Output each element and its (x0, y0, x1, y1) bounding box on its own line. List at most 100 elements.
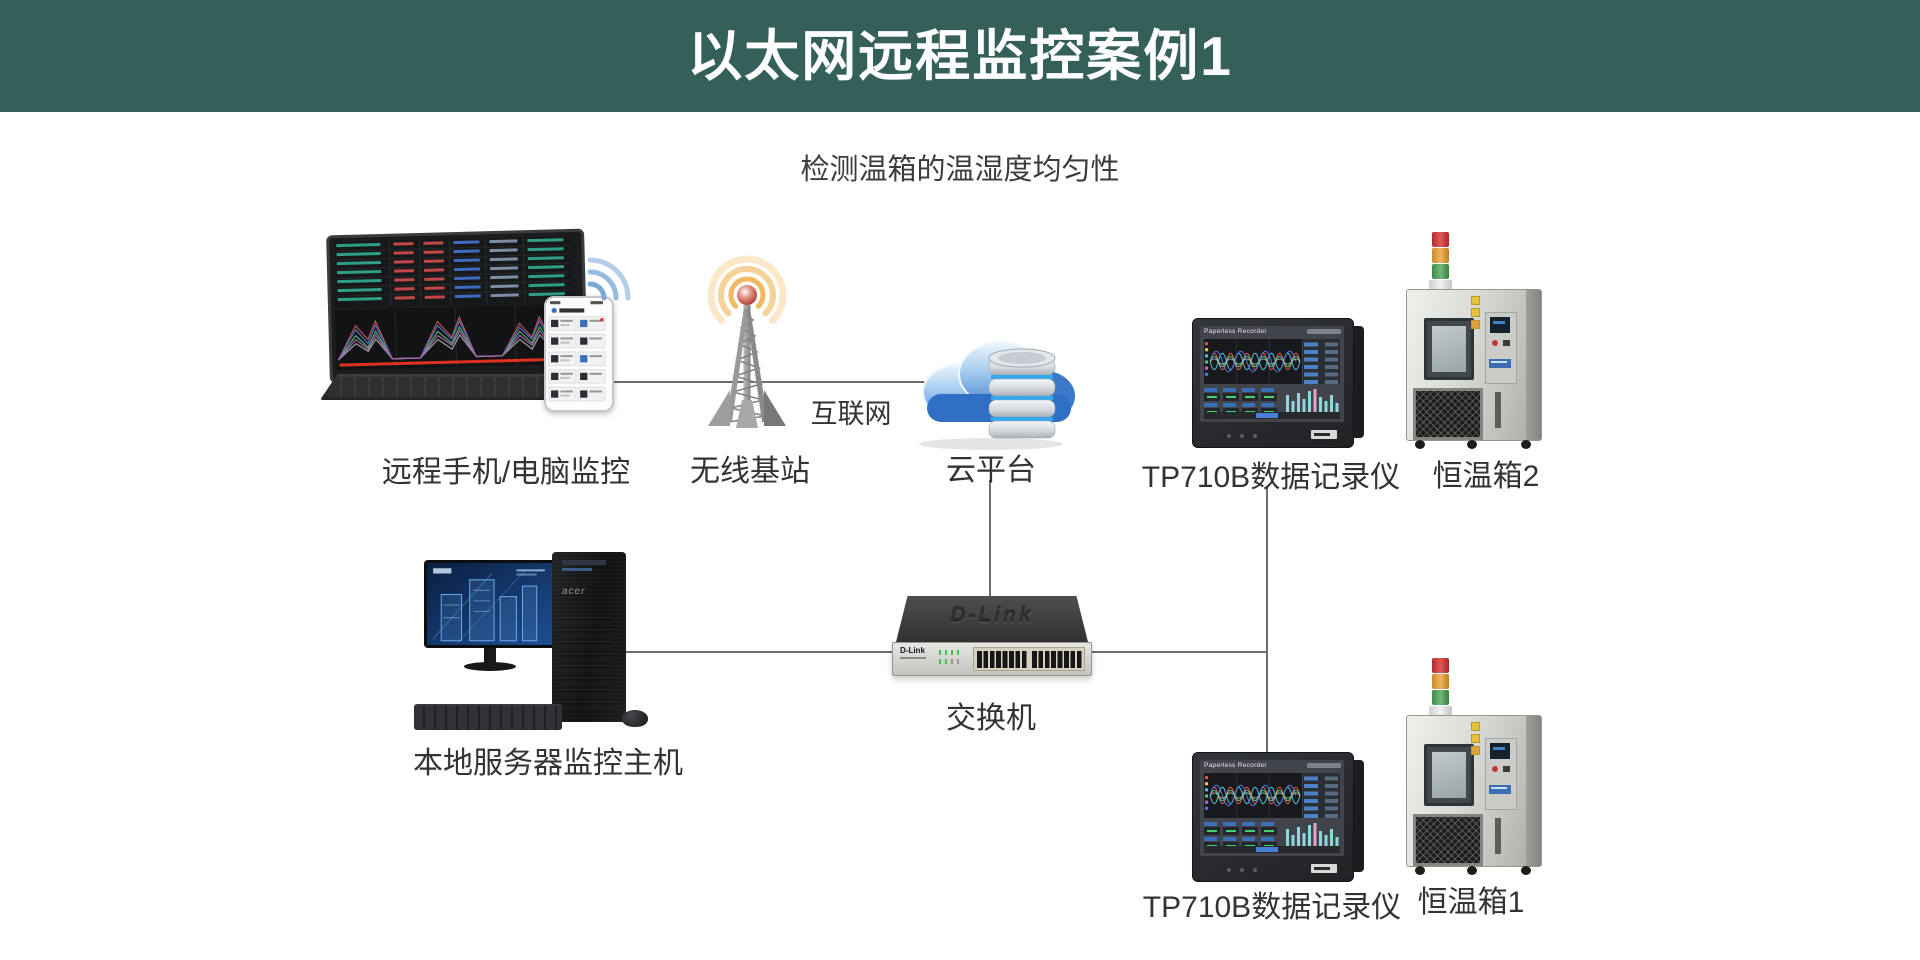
switch-status-leds (939, 650, 959, 664)
port-group-2 (1032, 651, 1083, 668)
recorder-top-device: Paperless Recorder (1192, 318, 1364, 448)
recorder-bottom-menu (1204, 412, 1340, 419)
laptop-screen (326, 228, 588, 384)
monitor-stand-neck (484, 648, 496, 663)
chamber-slot (1495, 818, 1501, 854)
tower-vent (560, 612, 610, 708)
switch-top-face: D-Link (896, 596, 1088, 642)
switch-device: D-Link D-Link (892, 596, 1092, 686)
phone (544, 296, 614, 412)
recorder-bottom-label: TP710B数据记录仪 (1142, 891, 1402, 924)
signal-tower-lamp-icon (1428, 232, 1454, 290)
lamp-base (1429, 280, 1452, 290)
local-server-device: acer (414, 552, 656, 740)
controller-screen (1490, 743, 1510, 759)
header-banner: 以太网远程监控案例1 (0, 0, 1920, 112)
recorder-top-label: TP710B数据记录仪 (1141, 461, 1401, 494)
chamber-vent-grille (1413, 388, 1483, 440)
panel-nameplate (1489, 785, 1511, 794)
link-recorder-to-recorder (1266, 486, 1268, 752)
switch-ports (973, 647, 1085, 671)
laptop-trend-chart (335, 303, 575, 371)
stop-button (1492, 766, 1498, 772)
link-phone-to-tower (606, 381, 936, 383)
recorder-brand-plate (1311, 864, 1337, 873)
cloud-platform-icon (919, 341, 1075, 450)
caster-wheel (1467, 440, 1477, 449)
chamber-side-face (1526, 290, 1541, 440)
phone-screen (548, 301, 606, 402)
recorder-waveform-chart (1204, 773, 1302, 818)
lamp-base (1429, 706, 1452, 716)
caster-wheel (1415, 440, 1425, 449)
lamp-red-segment (1432, 232, 1449, 247)
caster-wheel (1467, 866, 1477, 875)
link-cloud-to-switch (989, 480, 991, 626)
switch-front-face: D-Link (892, 642, 1092, 676)
page-title: 以太网远程监控案例1 (687, 25, 1233, 87)
recorder-value-cells (1204, 822, 1277, 849)
lamp-amber-segment (1432, 674, 1449, 689)
base-station-label: 无线基站 (690, 455, 810, 488)
chamber-1-device (1406, 658, 1546, 876)
lamp-red-segment (1432, 658, 1449, 673)
recorder-screen-title: Paperless Recorder (1204, 762, 1267, 769)
power-switch (1503, 766, 1510, 772)
pc-tower: acer (552, 552, 626, 722)
chamber-body (1406, 715, 1542, 875)
switch-brand-label: D-Link (900, 646, 926, 659)
recorder-side-buttons (1303, 339, 1340, 384)
recorder-timestamp-strip (1307, 763, 1341, 768)
subtitle: 检测温箱的温湿度均匀性 (800, 154, 1120, 186)
recorder-brand-plate (1311, 430, 1337, 439)
signal-tower-lamp-icon (1428, 658, 1454, 716)
laptop-keyboard-base (320, 374, 572, 400)
laptop-data-table (333, 235, 573, 309)
chamber-window (1424, 318, 1474, 380)
switch-brand-emboss: D-Link (950, 604, 1034, 627)
mouse (608, 706, 648, 727)
chamber-side-face (1526, 716, 1541, 866)
chamber-2-device (1406, 232, 1546, 450)
cloud-platform-label: 云平台 (946, 454, 1036, 487)
recorder-waveform-chart (1204, 339, 1302, 384)
recorder-screen: Paperless Recorder (1200, 760, 1344, 856)
monitor-stand-base (464, 662, 516, 671)
remote-monitor-label: 远程手机/电脑监控 (381, 456, 631, 489)
lamp-amber-segment (1432, 248, 1449, 263)
recorder-screen: Paperless Recorder (1200, 326, 1344, 422)
controller-screen (1490, 317, 1510, 333)
wifi-icon (587, 257, 631, 301)
keyboard (414, 704, 562, 730)
stop-button (1492, 340, 1498, 346)
internet-link-label: 互联网 (810, 399, 892, 429)
lamp-green-segment (1432, 690, 1449, 705)
chamber-control-panel (1485, 312, 1517, 384)
recorder-timestamp-strip (1307, 329, 1341, 334)
lamp-green-segment (1432, 264, 1449, 279)
port-group-1 (977, 651, 1028, 668)
recorder-indicator-lights (1227, 868, 1257, 872)
chamber-2-label: 恒温箱2 (1432, 460, 1540, 493)
caster-wheel (1415, 866, 1425, 875)
chamber-1-label: 恒温箱1 (1417, 886, 1525, 919)
recorder-side-buttons (1303, 773, 1340, 818)
chamber-window (1424, 744, 1474, 806)
recorder-screen-title: Paperless Recorder (1204, 328, 1267, 335)
switch-label: 交换机 (946, 702, 1036, 735)
recorder-bottom-menu (1204, 846, 1340, 853)
recorder-body: Paperless Recorder (1192, 318, 1354, 448)
chamber-control-panel (1485, 738, 1517, 810)
drive-bay (562, 560, 606, 571)
monitor (424, 560, 556, 648)
recorder-body: Paperless Recorder (1192, 752, 1354, 882)
radio-tower-icon (707, 255, 787, 428)
chamber-vent-grille (1413, 814, 1483, 866)
recorder-value-cells (1204, 388, 1277, 415)
panel-nameplate (1489, 359, 1511, 368)
monitor-screen (427, 563, 553, 645)
recorder-bottom-device: Paperless Recorder (1192, 752, 1364, 882)
chamber-slot (1495, 392, 1501, 428)
local-server-label: 本地服务器监控主机 (413, 747, 683, 780)
